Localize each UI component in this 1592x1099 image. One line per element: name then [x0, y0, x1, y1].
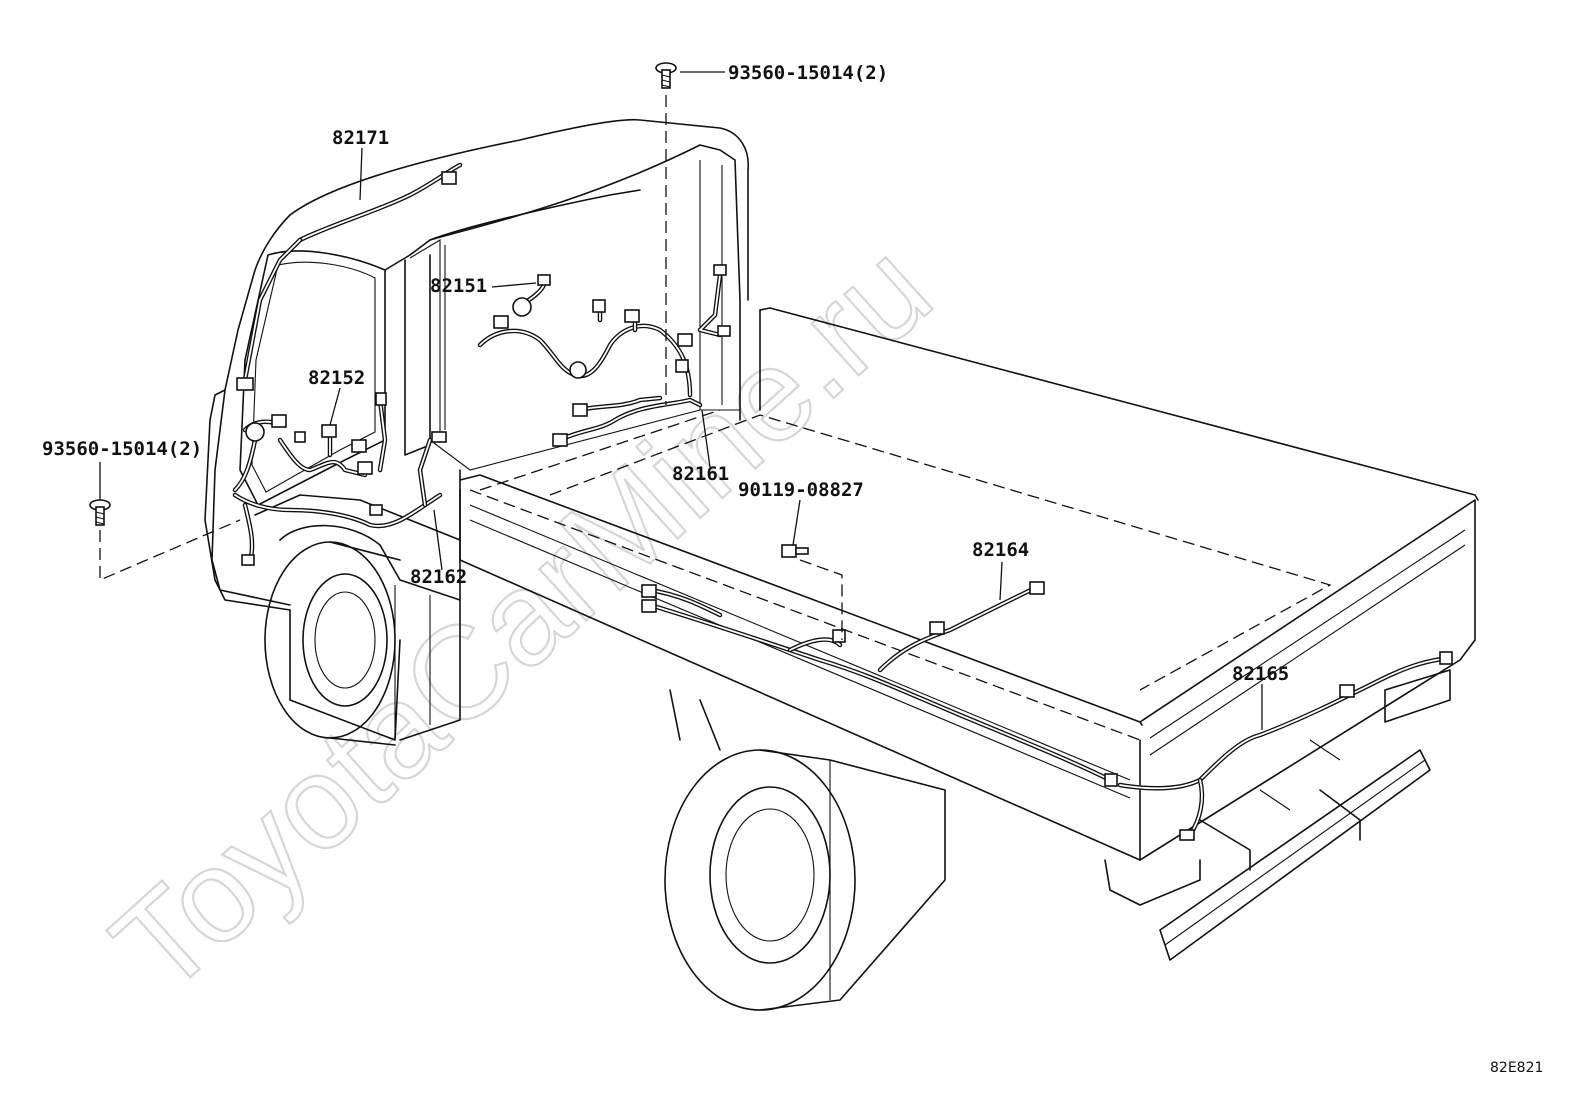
callout-82151: 82151 — [430, 275, 487, 297]
cab-harness-82151 — [477, 264, 731, 398]
floor-harness-82161 — [552, 395, 703, 447]
front-wheel — [264, 541, 401, 746]
cargo-bed — [459, 307, 1479, 961]
callout-bolt-left: 93560-15014(2) — [42, 438, 202, 460]
callout-82164: 82164 — [972, 539, 1029, 561]
bolt-top-icon — [655, 62, 677, 89]
leader-lines — [99, 71, 1263, 730]
callout-82165: 82165 — [1232, 663, 1289, 685]
reference-code: 82E821 — [1490, 1060, 1543, 1076]
callout-82162: 82162 — [410, 566, 467, 588]
dash-harness-82152 — [232, 392, 388, 493]
callout-bolt-top: 93560-15014(2) — [728, 62, 888, 84]
rear-wheel — [664, 749, 946, 1011]
callout-82161: 82161 — [672, 463, 729, 485]
callout-82171: 82171 — [332, 127, 389, 149]
callout-bolt-mid: 90119-08827 — [738, 479, 864, 501]
rear-harness-82165 — [1117, 651, 1453, 841]
bolt-left-path — [99, 519, 241, 581]
bolt-mid-icon — [781, 544, 809, 558]
callout-82152: 82152 — [308, 367, 365, 389]
bolt-left-icon — [89, 499, 111, 526]
bed-harness-82164 — [641, 581, 1118, 787]
roof-harness-82171 — [236, 162, 463, 391]
bolt-mid-path — [799, 559, 843, 640]
front-harness-82162 — [232, 431, 447, 566]
